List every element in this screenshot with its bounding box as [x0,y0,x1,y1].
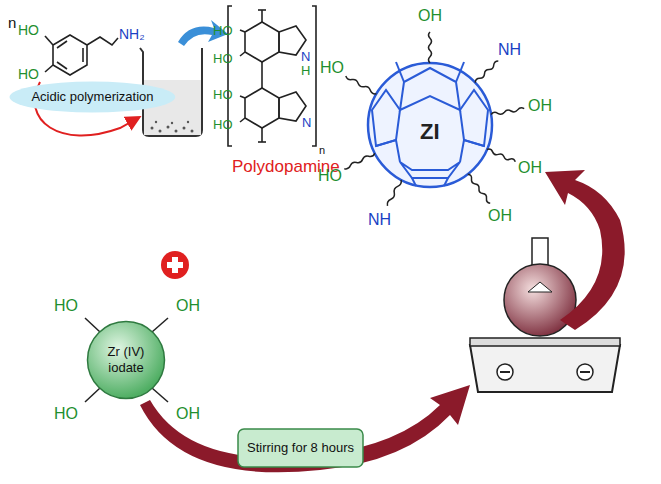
precursor-sphere: Zr (IV) iodate [86,320,166,400]
polydopamine-structure [228,6,316,146]
hydroxyl-label: HO [213,52,233,65]
process-arrow [140,385,470,472]
wavy-bond [346,76,377,94]
hydroxyl-label: HO [318,168,342,184]
amine-label: NH [368,212,391,228]
node-text: Stirring for 8 hours [247,440,354,456]
fullerene [368,62,492,187]
hydroxyl-label: HO [213,24,233,37]
hydroxyl-label: OH [176,298,200,314]
wavy-bond [475,61,498,83]
hydroxyl-label: HO [213,88,233,101]
amine-label: NH [498,42,521,58]
hydroxyl-bonds [85,318,168,402]
dopamine-structure [45,35,118,75]
node-text: Acidic polymerization [31,89,153,105]
hydroxyl-label: OH [518,160,542,176]
wavy-bonds [344,32,524,206]
atom-label: N [302,116,311,129]
hydroxyl-label: HO [54,298,78,314]
process-box: Stirring for 8 hours [237,428,364,468]
wavy-bond [387,180,401,206]
amine-label: NH₂ [119,27,145,41]
hydroxyl-label: HO [320,60,344,76]
hydroxyl-label: HO [213,118,233,131]
hotplate-flask [470,238,620,392]
atom-label: N [301,50,310,63]
condition-ellipse: Acidic polymerization [8,80,177,114]
wavy-bond [429,32,432,63]
wavy-bond [491,108,524,115]
hydroxyl-label: HO [18,67,39,81]
hydroxyl-label: OH [488,208,512,224]
hydroxyl-label: OH [418,8,442,24]
hydroxyl-label: HO [18,23,39,37]
wavy-bond [468,174,490,203]
center-label: ZI [420,121,440,143]
product-arrow [545,170,625,330]
hydroxyl-label: HO [54,406,78,422]
wavy-bond [487,149,515,162]
hydroxyl-label: OH [176,406,200,422]
repeat-count: n [8,15,16,30]
hydroxyl-label: OH [528,98,552,114]
repeat-count: n [319,145,325,156]
wavy-bond [344,153,374,169]
hydroxyl-label: H [301,64,310,77]
node-text: Zr (IV) iodate [94,344,158,375]
plus-sign [161,251,189,279]
